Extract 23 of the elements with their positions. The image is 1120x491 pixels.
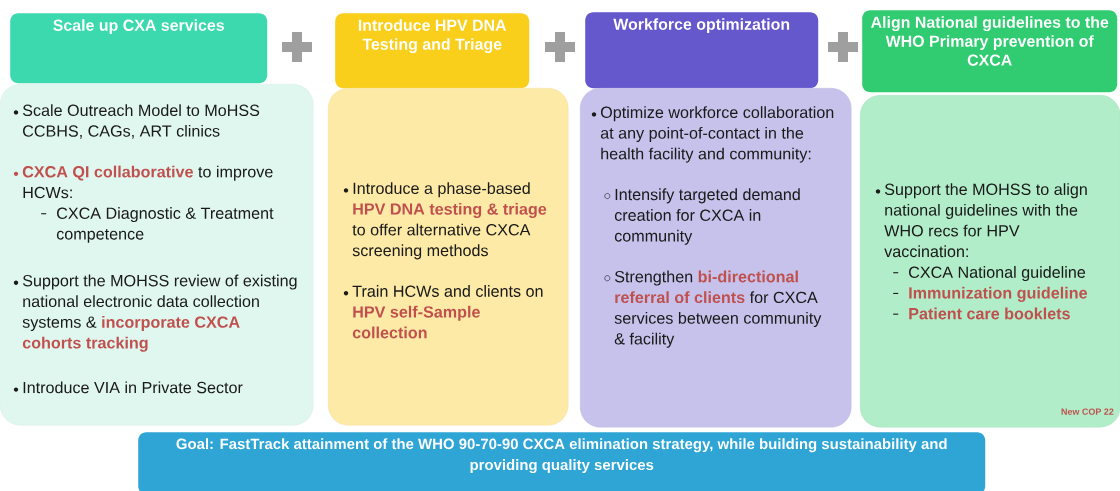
- list-item: Strengthen bi-directional referral of clients for CXCA services between community & facility: [604, 270, 822, 348]
- list-item: CXCA National guideline: [893, 266, 1086, 282]
- list-item: Optimize workforce collaboration at any point-of-contact in the health facility and community:: [591, 106, 834, 163]
- heading: Workforce optimization: [613, 18, 790, 34]
- heading: Scale up CXA services: [53, 19, 224, 35]
- list-item: CXCA Diagnostic & Treatment competence: [41, 207, 274, 243]
- list-item: Support the MOHSS review of existing national electronic data collection systems & incorporate CXCA cohorts tracking: [13, 274, 297, 352]
- goal-banner: Goal: FastTrack attainment of the WHO 90-70-90 CXCA elimination strategy, while building sustainability and providing quality services: [138, 432, 986, 491]
- list-item: Intensify targeted demand creation for CXCA in community: [604, 188, 800, 245]
- note-text: New COP 22: [1061, 408, 1114, 415]
- list-item: Patient care booklets: [893, 307, 1070, 320]
- list-item: Support the MOHSS to align national guidelines with the WHO recs for HPV vaccination:: [875, 183, 1087, 258]
- content-card: [0, 84, 314, 426]
- list-item: Introduce VIA in Private Sector: [13, 381, 243, 394]
- content-card: [328, 88, 569, 426]
- heading: Align National guidelines to the WHO Primary prevention of CXCA: [871, 16, 1109, 66]
- content-card: [580, 88, 852, 428]
- heading: Introduce HPV DNA Testing and Triage: [358, 19, 507, 54]
- list-item: Introduce a phase-based HPV DNA testing & triage to offer alternative CXCA screening methods: [343, 182, 547, 260]
- list-item: Immunization guideline: [893, 286, 1087, 302]
- list-item: Scale Outreach Model to MoHSS CCBHS, CAGs, ART clinics: [13, 104, 260, 139]
- list-item: CXCA QI collaborative to improve HCWs:: [13, 165, 273, 199]
- list-item: Train HCWs and clients on HPV self-Sample collection: [343, 285, 543, 339]
